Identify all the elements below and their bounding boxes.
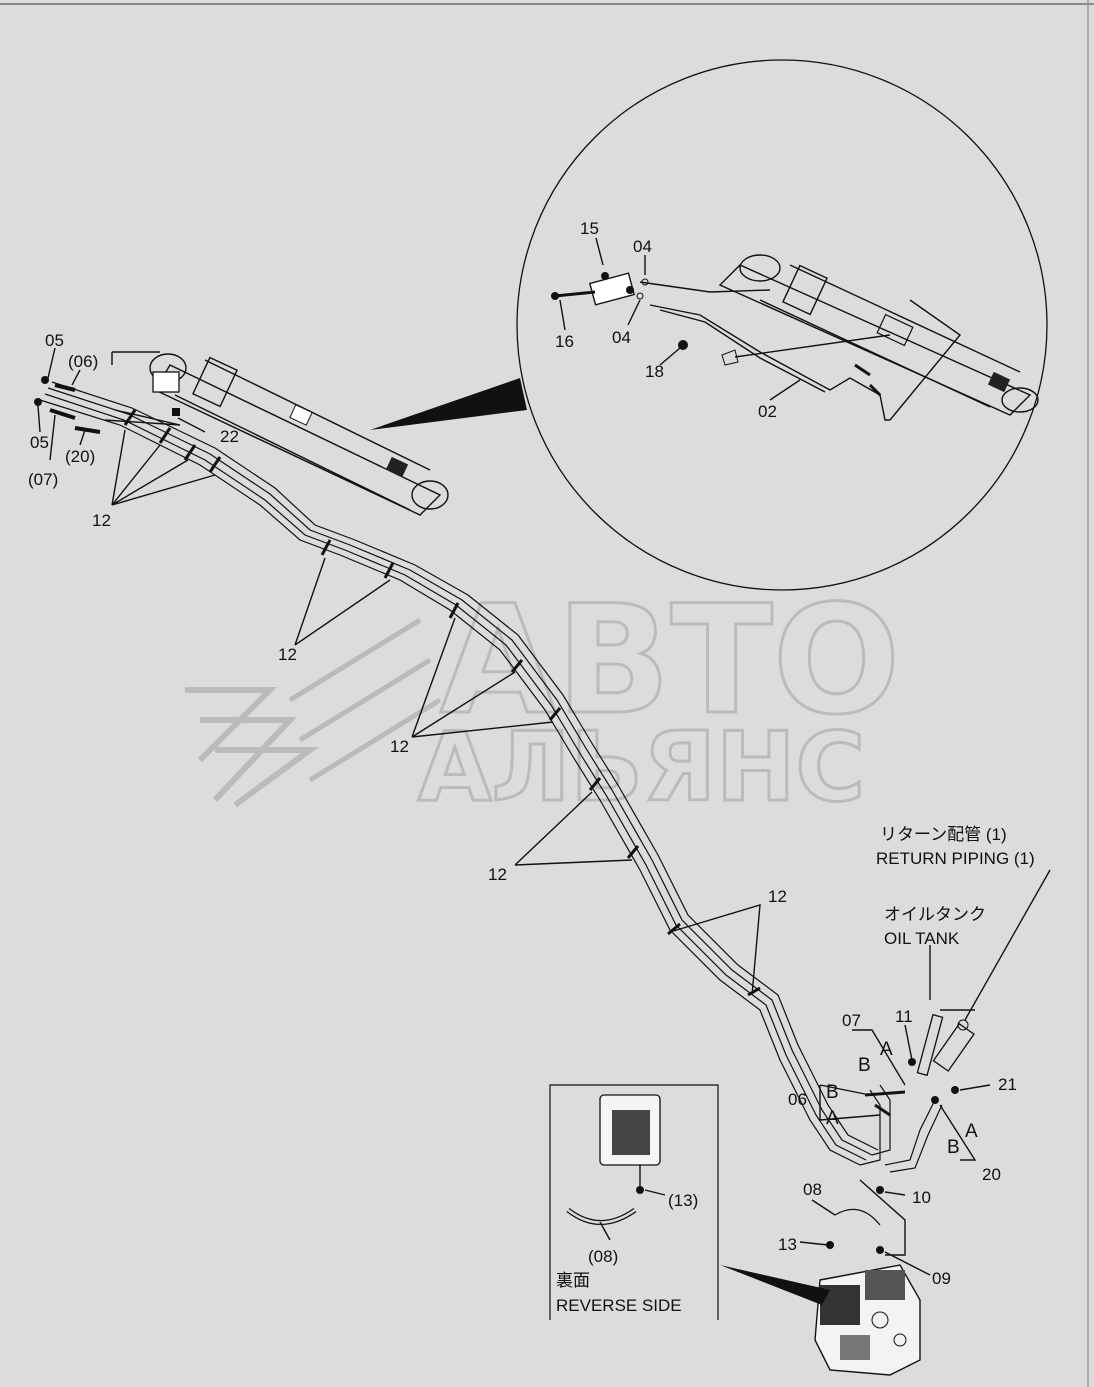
leader-20-ab bbox=[939, 1104, 977, 1161]
label-06: 06 bbox=[788, 1090, 807, 1109]
leader-11 bbox=[904, 1024, 913, 1061]
watermark-line2: АЛЬЯНС bbox=[418, 713, 865, 823]
leader-12-d bbox=[514, 791, 633, 866]
label-07: 07 bbox=[842, 1011, 861, 1030]
leader-07 bbox=[49, 414, 56, 461]
leader-12-b bbox=[294, 557, 391, 646]
label-18: 18 bbox=[645, 362, 664, 381]
port-b-06: B bbox=[826, 1082, 839, 1103]
label-04-top: 04 bbox=[633, 237, 652, 256]
hose-clamps bbox=[123, 409, 761, 997]
port-a-20: A bbox=[965, 1121, 978, 1142]
detail-pipe-d bbox=[849, 377, 890, 421]
reverse-side-en: REVERSE SIDE bbox=[556, 1296, 682, 1315]
label-21: 21 bbox=[998, 1075, 1017, 1094]
port-b-07: B bbox=[858, 1055, 871, 1076]
reverse-pointer bbox=[720, 1265, 830, 1305]
detail-pipe-b bbox=[649, 304, 851, 391]
hose-08 bbox=[834, 1208, 881, 1226]
label-08-paren: (08) bbox=[588, 1247, 618, 1266]
boom-cylinder bbox=[149, 353, 449, 516]
leader-04-mid bbox=[627, 299, 641, 326]
label-07-paren: (07) bbox=[28, 470, 58, 489]
label-09: 09 bbox=[932, 1269, 951, 1288]
leader-20 bbox=[79, 429, 86, 446]
reverse-side-box bbox=[549, 1084, 719, 1320]
leader-12-e bbox=[669, 904, 761, 996]
label-12-d: 12 bbox=[488, 865, 507, 884]
leader-22 bbox=[177, 417, 206, 433]
watermark-line1: АВТО bbox=[440, 574, 900, 748]
label-05-bottom: 05 bbox=[30, 433, 49, 452]
detail-valve-block bbox=[551, 272, 882, 397]
leader-16 bbox=[559, 299, 566, 331]
watermark-logo-swoosh bbox=[288, 617, 442, 783]
detail-guide-lines bbox=[734, 299, 962, 421]
leader-return-piping bbox=[940, 869, 1051, 1021]
leader-13 bbox=[799, 1241, 829, 1246]
leader-07-ab bbox=[852, 1029, 906, 1086]
label-11: 11 bbox=[895, 1007, 913, 1026]
oil-tank-fittings bbox=[826, 1013, 975, 1254]
label-02: 02 bbox=[758, 402, 777, 421]
oil-tank-jp: オイルタンク bbox=[884, 905, 986, 924]
detail-cylinder bbox=[718, 254, 1039, 416]
leader-08 bbox=[811, 1199, 836, 1216]
label-04-mid: 04 bbox=[612, 328, 631, 347]
leader-05-bottom bbox=[37, 405, 41, 433]
label-15: 15 bbox=[580, 219, 599, 238]
detail-pipe-a bbox=[639, 281, 771, 293]
watermark-logo bbox=[185, 617, 442, 808]
label-12-a: 12 bbox=[92, 511, 111, 530]
label-16: 16 bbox=[555, 332, 574, 351]
return-piping-jp: リターン配管 (1) bbox=[880, 825, 1007, 844]
label-08: 08 bbox=[803, 1180, 822, 1199]
detail-pointer bbox=[370, 378, 527, 430]
leader-02 bbox=[769, 379, 801, 401]
label-13-paren: (13) bbox=[668, 1191, 698, 1210]
label-10: 10 bbox=[912, 1188, 931, 1207]
hose-bundle bbox=[39, 381, 943, 1173]
control-valve bbox=[814, 1264, 921, 1376]
leader-06 bbox=[71, 369, 81, 386]
label-22: 22 bbox=[220, 427, 239, 446]
leader-10 bbox=[884, 1191, 906, 1196]
guide-09-lines bbox=[859, 1179, 906, 1256]
leader-12-a bbox=[111, 429, 216, 506]
label-13: 13 bbox=[778, 1235, 797, 1254]
detail-pipe-c bbox=[659, 309, 826, 393]
leader-13-paren bbox=[644, 1189, 666, 1196]
reverse-side-jp: 裏面 bbox=[556, 1270, 590, 1290]
detail-circle bbox=[516, 59, 1048, 591]
leader-18 bbox=[659, 347, 681, 366]
watermark-logo-mark bbox=[185, 687, 320, 808]
label-12-c: 12 bbox=[390, 737, 409, 756]
leader-21 bbox=[959, 1084, 991, 1091]
port-a-06: A bbox=[826, 1108, 839, 1129]
cylinder-guide-lines bbox=[104, 351, 181, 426]
leader-05-top bbox=[47, 347, 56, 379]
label-20-paren: (20) bbox=[65, 447, 95, 466]
label-20: 20 bbox=[982, 1165, 1001, 1184]
label-12-e: 12 bbox=[768, 887, 787, 906]
hose-end-fittings bbox=[34, 376, 101, 434]
label-12-b: 12 bbox=[278, 645, 297, 664]
port-b-20: B bbox=[947, 1137, 960, 1158]
leader-09 bbox=[884, 1251, 931, 1276]
leader-06-ab bbox=[819, 1084, 881, 1121]
leader-15 bbox=[595, 237, 604, 266]
label-06-paren: (06) bbox=[68, 352, 98, 371]
leader-12-c bbox=[411, 617, 554, 738]
oil-tank-en: OIL TANK bbox=[884, 929, 960, 948]
label-05-top: 05 bbox=[45, 331, 64, 350]
return-piping-en: RETURN PIPING (1) bbox=[876, 849, 1035, 868]
leader-08-paren bbox=[599, 1221, 611, 1241]
port-a-07: A bbox=[880, 1039, 893, 1060]
